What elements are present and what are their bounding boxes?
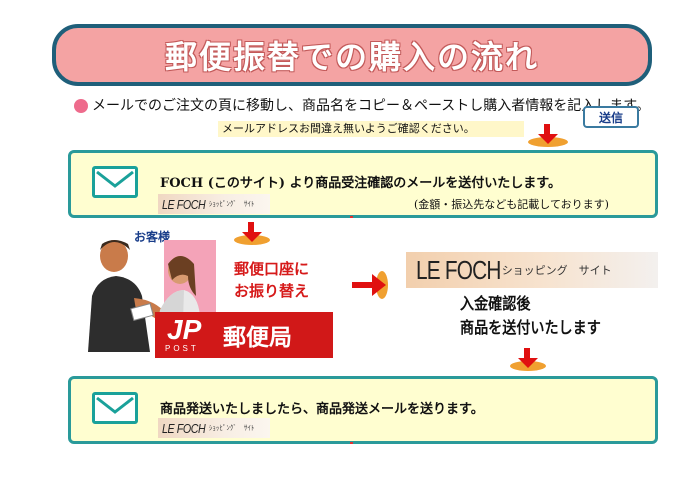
bullet-icon — [74, 99, 88, 113]
transfer-line2: お振り替え — [234, 282, 310, 300]
lefoch-logo-small: LE FOCH ｼｮｯﾋﾟﾝｸﾞ ｻｲﾄ — [158, 194, 270, 214]
customer-label: お客様 — [134, 230, 171, 244]
payment-confirm-text: 入金確認後 商品を送付いたします — [460, 292, 601, 340]
lefoch-logo-large: LE FOCH ショッピング サイト — [406, 252, 658, 288]
send-button[interactable]: 送信 — [583, 106, 639, 128]
step1-sub: (金額・振込先なども記載しております) — [414, 198, 609, 211]
divider-dash — [350, 442, 353, 444]
divider-dash — [350, 216, 353, 218]
transfer-instruction: 郵便口座に お振り替え — [234, 258, 309, 302]
transfer-line1: 郵便口座に — [234, 260, 310, 278]
mail-icon — [92, 166, 138, 198]
arrow-down-icon — [528, 124, 568, 147]
arrow-down-icon — [234, 222, 270, 245]
logo-shop: ｼｮｯﾋﾟﾝｸﾞ ｻｲﾄ — [208, 424, 255, 432]
jp-mark-letters: JP — [167, 314, 202, 345]
step1-text: FOCH (このサイト) より商品受注確認のメールを送付いたします。 — [160, 176, 561, 191]
logo-brand-large: LE FOCH — [416, 254, 501, 285]
page-title: 郵便振替での購入の流れ — [164, 38, 539, 76]
logo-brand: LE FOCH — [162, 196, 206, 212]
email-check-note: メールアドレスお間違え無いようご確認ください。 — [218, 121, 524, 137]
step-box-shipping-notice — [68, 376, 658, 444]
lefoch-logo-small: LE FOCH ｼｮｯﾋﾟﾝｸﾞ ｻｲﾄ — [158, 418, 270, 438]
confirm-line2: 商品を送付いたします — [460, 318, 601, 337]
mail-icon — [92, 392, 138, 424]
jp-post-mark: JP POST — [155, 312, 217, 358]
jp-mark-sub: POST — [165, 344, 199, 353]
logo-brand: LE FOCH — [162, 420, 206, 436]
post-office-name: 郵便局 — [223, 325, 292, 351]
step2-text: 商品発送いたしましたら、商品発送メールを送ります。 — [160, 402, 484, 417]
arrow-down-icon — [510, 348, 546, 371]
customer-illustration — [88, 240, 204, 352]
confirm-line1: 入金確認後 — [460, 294, 531, 313]
arrow-right-icon — [352, 271, 388, 299]
jp-post-logo: JP POST 郵便局 — [155, 312, 333, 358]
intro-text: メールでのご注文の頁に移動し、商品名をコピー＆ペーストし購入者情報を記入します。 — [92, 98, 650, 114]
logo-shop-large: ショッピング サイト — [501, 264, 612, 277]
title-banner: 郵便振替での購入の流れ — [52, 24, 652, 86]
logo-shop: ｼｮｯﾋﾟﾝｸﾞ ｻｲﾄ — [208, 200, 255, 208]
